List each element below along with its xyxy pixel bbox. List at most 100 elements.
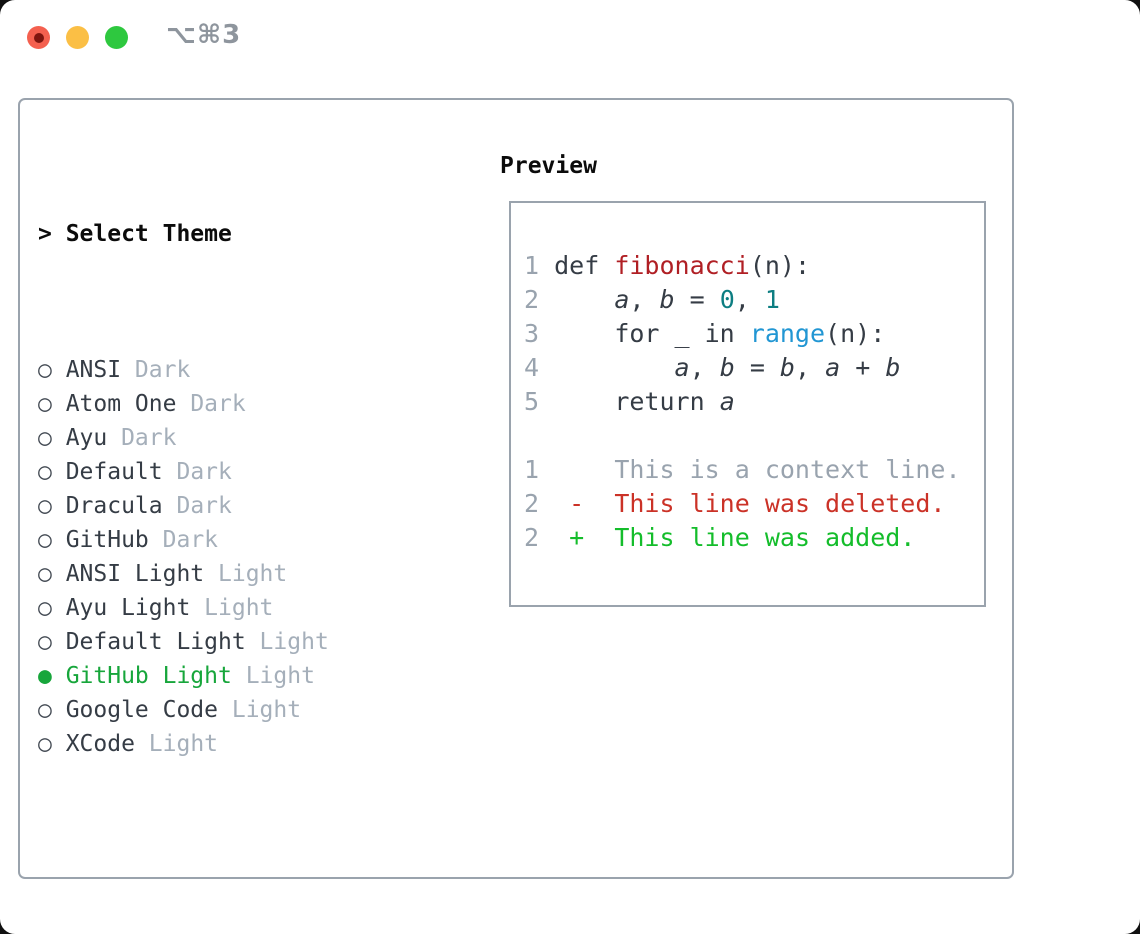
theme-option-ansi-light-light[interactable]: ○ ANSI Light Light	[38, 557, 478, 591]
theme-option-dracula-dark[interactable]: ○ Dracula Dark	[38, 489, 478, 523]
radio-unselected-icon: ○	[38, 561, 52, 587]
theme-variant: Light	[204, 561, 288, 587]
theme-option-default-dark[interactable]: ○ Default Dark	[38, 455, 478, 489]
theme-name: GitHub	[65, 527, 149, 553]
code-segment-code: return	[554, 387, 720, 416]
radio-unselected-icon: ○	[38, 697, 52, 723]
theme-option-google-code-light[interactable]: ○ Google Code Light	[38, 693, 478, 727]
theme-name: Ayu Light	[65, 595, 191, 621]
theme-variant: Light	[218, 697, 302, 723]
code-segment-var: a	[719, 387, 735, 416]
preview-code-block: 1 def fibonacci(n): 2 a, b = 0, 1 3 for …	[511, 203, 984, 555]
line-number: 5	[524, 387, 555, 416]
radio-selected-icon: ●	[38, 663, 52, 689]
code-segment-code: =	[734, 353, 780, 382]
radio-unselected-icon: ○	[38, 357, 52, 383]
theme-option-ayu-dark[interactable]: ○ Ayu Dark	[38, 421, 478, 455]
theme-name: GitHub Light	[65, 663, 232, 689]
code-segment-code: +	[840, 353, 886, 382]
theme-picker-panel: > Select Theme ○ ANSI Dark ○ Atom One Dark ○ A…	[18, 98, 1014, 879]
window-title: ⌥⌘3	[166, 20, 242, 50]
code-segment-var: a	[825, 353, 841, 382]
line-number: 2	[524, 285, 555, 314]
radio-unselected-icon: ○	[38, 425, 52, 451]
theme-option-ayu-light-light[interactable]: ○ Ayu Light Light	[38, 591, 478, 625]
code-segment-code: (n):	[749, 251, 811, 280]
line-number: 1	[524, 251, 555, 280]
radio-unselected-icon: ○	[38, 527, 52, 553]
theme-name: Default	[65, 459, 163, 485]
theme-name: Atom One	[65, 391, 177, 417]
diff-added-line: + This line was added.	[569, 523, 916, 552]
diff-deleted-line: - This line was deleted.	[569, 489, 946, 518]
code-segment-code: =	[674, 285, 720, 314]
theme-option-default-light-light[interactable]: ○ Default Light Light	[38, 625, 478, 659]
code-segment-code: for _ in	[554, 319, 750, 348]
radio-unselected-icon: ○	[38, 629, 52, 655]
radio-unselected-icon: ○	[38, 493, 52, 519]
spacer	[38, 863, 478, 897]
theme-variant: Light	[134, 731, 219, 757]
code-segment-func: fibonacci	[614, 251, 750, 280]
code-segment-code: def	[554, 251, 615, 280]
theme-variant: Dark	[107, 425, 177, 451]
code-segment-code: ,	[794, 353, 826, 382]
theme-name: Ayu	[65, 425, 108, 451]
theme-variant: Dark	[162, 459, 232, 485]
code-segment-var: b	[719, 353, 735, 382]
theme-name: XCode	[65, 731, 135, 757]
code-segment-var: b	[779, 353, 795, 382]
line-number: 2	[524, 489, 540, 518]
select-theme-header-label: Select Theme	[65, 221, 232, 247]
code-segment-code	[554, 285, 614, 314]
code-segment-num: 1	[764, 285, 780, 314]
code-segment-num: 0	[719, 285, 735, 314]
line-number: 4	[524, 353, 555, 382]
theme-variant: Dark	[162, 493, 232, 519]
prompt-icon: >	[38, 221, 52, 247]
theme-name: Google Code	[65, 697, 219, 723]
theme-option-xcode-light[interactable]: ○ XCode Light	[38, 727, 478, 761]
code-segment-var: a	[674, 353, 690, 382]
radio-unselected-icon: ○	[38, 391, 52, 417]
theme-option-github-light-light[interactable]: ● GitHub Light Light	[38, 659, 478, 693]
theme-selector-column: > Select Theme ○ ANSI Dark ○ Atom One Dark ○ A…	[38, 149, 478, 934]
code-segment-code: ,	[629, 285, 660, 314]
theme-name: ANSI	[65, 357, 122, 383]
line-number: 1	[524, 455, 540, 484]
theme-name: Dracula	[65, 493, 163, 519]
theme-name: ANSI Light	[65, 561, 205, 587]
theme-option-atom-one-dark[interactable]: ○ Atom One Dark	[38, 387, 478, 421]
window-zoom-button[interactable]	[105, 26, 128, 49]
radio-unselected-icon: ○	[38, 731, 52, 757]
title-bar: ⌥⌘3	[0, 0, 1140, 74]
theme-variant: Dark	[121, 357, 191, 383]
diff-context-line: This is a context line.	[539, 455, 961, 484]
code-segment-code	[554, 353, 674, 382]
window-close-button[interactable]	[27, 26, 50, 49]
unsaved-indicator-icon	[33, 32, 44, 43]
line-number: 2	[524, 523, 540, 552]
preview-header: Preview	[500, 153, 597, 179]
radio-unselected-icon: ○	[38, 595, 52, 621]
theme-option-ansi-dark[interactable]: ○ ANSI Dark	[38, 353, 478, 387]
theme-variant: Light	[231, 663, 315, 689]
code-segment-code: (n):	[825, 319, 886, 348]
theme-variant: Dark	[176, 391, 246, 417]
theme-variant: Light	[245, 629, 329, 655]
theme-list: ○ ANSI Dark ○ Atom One Dark ○ Ayu Dark ○ Defaul…	[38, 353, 478, 761]
code-segment-var: b	[659, 285, 675, 314]
window-minimize-button[interactable]	[66, 26, 89, 49]
radio-unselected-icon: ○	[38, 459, 52, 485]
preview-box: 1 def fibonacci(n): 2 a, b = 0, 1 3 for …	[509, 201, 986, 607]
theme-variant: Dark	[148, 527, 219, 553]
code-segment-var: a	[614, 285, 630, 314]
code-segment-code: ,	[734, 285, 765, 314]
theme-variant: Light	[190, 595, 274, 621]
select-theme-header: > Select Theme	[38, 217, 478, 251]
code-segment-var: b	[885, 353, 901, 382]
code-segment-call: range	[749, 319, 826, 348]
theme-option-github-dark[interactable]: ○ GitHub Dark	[38, 523, 478, 557]
theme-name: Default Light	[65, 629, 246, 655]
